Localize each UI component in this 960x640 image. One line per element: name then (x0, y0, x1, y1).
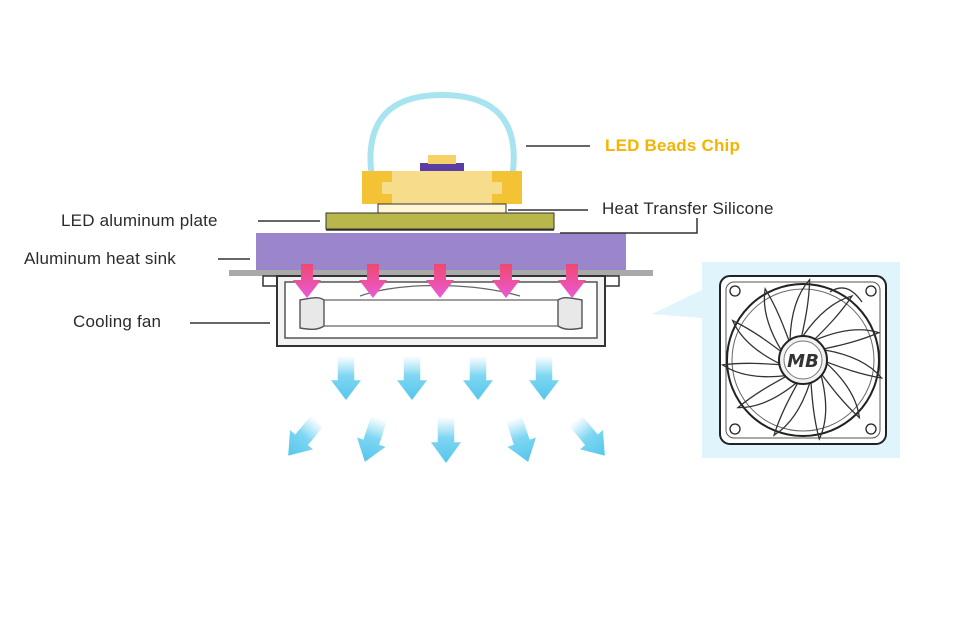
leader-heat-transfer-silicone-plate (560, 218, 698, 234)
fan-logo: MB (787, 351, 819, 372)
fan-blade (815, 329, 881, 350)
led-aluminum-plate-layer (325, 212, 555, 230)
led-dome (367, 91, 517, 181)
airflow-arrow-icon (506, 415, 536, 462)
label-aluminum-heat-sink: Aluminum heat sink (24, 249, 176, 268)
heat-arrow-icon (492, 264, 520, 298)
heat-arrow-icon (426, 264, 454, 298)
heat-transfer-silicone-layer (377, 203, 507, 214)
airflow-arrow-icon (397, 356, 427, 400)
fan-blade (810, 375, 827, 441)
chip-corner-right (492, 171, 522, 204)
fan-blade (824, 349, 884, 379)
airflow-arrow-icon (463, 356, 493, 400)
fan-blade (720, 362, 785, 378)
heat-arrow-icon (359, 264, 387, 298)
airflow-arrow-icon (331, 356, 361, 400)
fan-blade (789, 277, 811, 340)
heat-arrow-icon (293, 264, 321, 298)
label-led-aluminum-plate: LED aluminum plate (61, 211, 218, 230)
fan-blade (820, 362, 861, 420)
fan-blade (802, 294, 854, 341)
fan-blade (772, 381, 811, 437)
fan-callout-wedge (652, 290, 702, 318)
aluminum-heat-sink-layer (256, 233, 626, 270)
label-cooling-fan: Cooling fan (73, 312, 162, 331)
chip-die (420, 163, 464, 172)
fan-blade (736, 375, 797, 409)
heat-arrow-icon (558, 264, 586, 298)
fan-blade (731, 319, 783, 364)
airflow-arrow-icon (288, 415, 325, 456)
fan-blade (763, 287, 790, 351)
chip-corner-left (362, 171, 392, 204)
airflow-arrows (288, 356, 605, 463)
airflow-arrow-icon (568, 415, 605, 456)
airflow-arrow-icon (529, 356, 559, 400)
fan-detail-panel: MB (702, 262, 900, 458)
chip-die-top (428, 155, 456, 164)
label-heat-transfer-silicone: Heat Transfer Silicone (602, 199, 774, 218)
airflow-arrow-icon (357, 415, 387, 462)
fan-icon: MB (702, 262, 900, 458)
heat-arrows (293, 264, 586, 298)
label-led-beads-chip: LED Beads Chip (605, 136, 741, 155)
airflow-arrow-icon (431, 417, 461, 463)
